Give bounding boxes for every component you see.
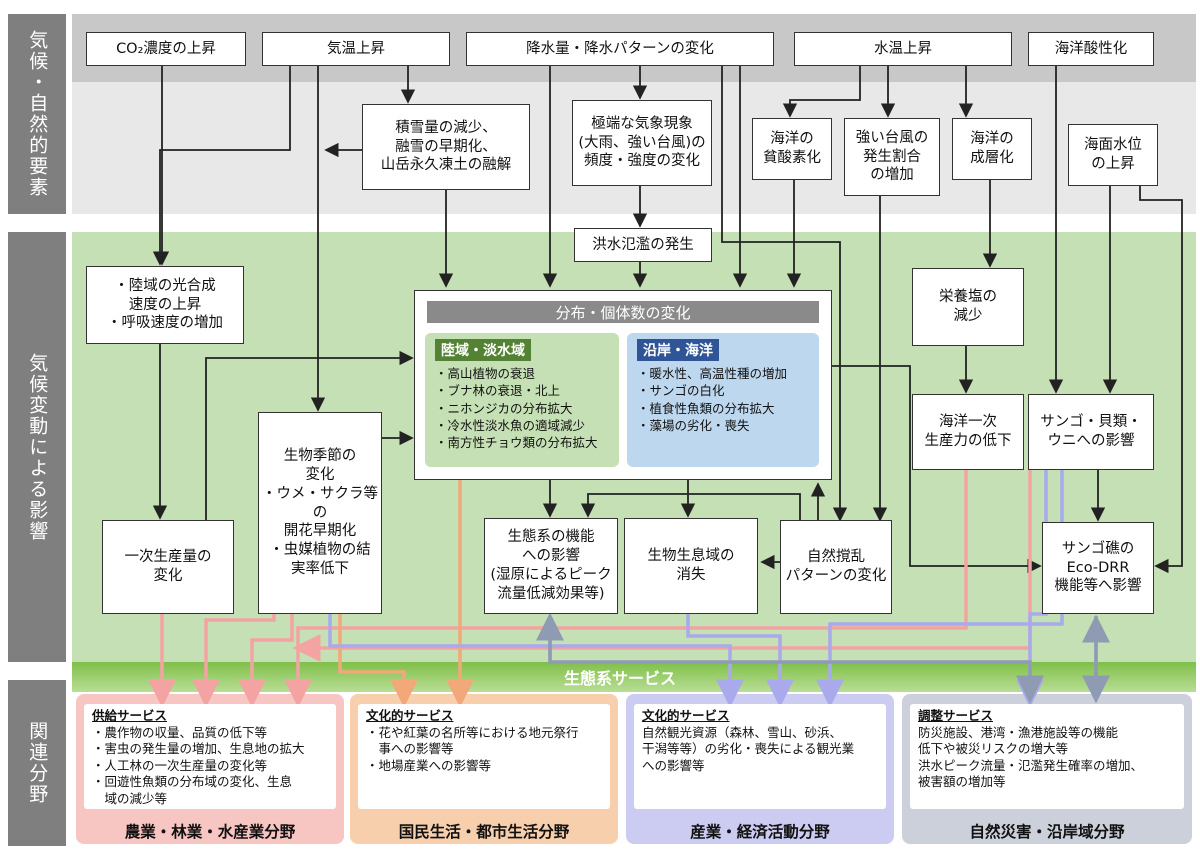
service-heading: 供給サービス — [92, 708, 168, 723]
land-freshwater-list: 高山植物の衰退 ブナ林の衰退・北上 ニホンジカの分布拡大 冷水性淡水魚の適域減少… — [435, 365, 609, 451]
service-line: 干潟等等）の劣化・喪失による観光業 — [642, 741, 855, 756]
factor-precipitation: 降水量・降水パターンの変化 — [466, 32, 774, 66]
phenology-change: 生物季節の 変化 ・ウメ・サクラ等の 開花早期化 ・虫媒植物の結 実率低下 — [258, 412, 382, 614]
service-line: ・農作物の収量、品質の低下等 — [92, 724, 268, 740]
list-item: サンゴの白化 — [637, 382, 809, 399]
nutrient-decrease: 栄養塩の 減少 — [912, 268, 1024, 346]
land-freshwater-heading: 陸域・淡水域 — [435, 339, 531, 361]
list-item: 藻場の劣化・喪失 — [637, 417, 809, 434]
ocean-production-decline: 海洋一次 生産力の低下 — [912, 394, 1024, 470]
side-label-climate: 気候・自然的要素 — [8, 14, 66, 214]
land-freshwater-panel: 陸域・淡水域 高山植物の衰退 ブナ林の衰退・北上 ニホンジカの分布拡大 冷水性淡… — [425, 333, 619, 467]
service-heading: 文化的サービス — [642, 708, 730, 723]
factor-water-temperature: 水温上昇 — [794, 32, 1012, 66]
service-box: 文化的サービス ・花や紅葉の名所等における地元祭行 事への影響等 ・地場産業への… — [358, 704, 610, 809]
service-line: への影響等 — [642, 757, 705, 773]
flood-occurrence: 洪水氾濫の発生 — [574, 228, 712, 262]
coral-reef-ecodrr: サンゴ礁の Eco-DRR 機能等へ影響 — [1042, 522, 1154, 614]
service-line: ・人工林の一次生産量の変化等 — [92, 757, 268, 773]
sector-label: 産業・経済活動分野 — [690, 823, 830, 841]
list-item: 冷水性淡水魚の適域減少 — [435, 417, 609, 434]
service-box: 文化的サービス 自然観光資源（森林、雪山、砂浜、 干潟等等）の劣化・喪失による観… — [634, 704, 886, 809]
coast-ocean-heading: 沿岸・海洋 — [637, 339, 719, 361]
service-line: 被害額の増加等 — [918, 774, 1006, 789]
primary-production-change: 一次生産量の 変化 — [102, 520, 234, 614]
extreme-weather: 極端な気象現象 (大雨、強い台風)の 頻度・強度の変化 — [572, 100, 712, 186]
list-item: 植食性魚類の分布拡大 — [637, 400, 809, 417]
snow-decrease: 積雪量の減少、 融雪の早期化、 山岳永久凍土の融解 — [362, 104, 530, 190]
service-line: 防災施設、港湾・漁港施設等の機能 — [918, 724, 1119, 740]
list-item: 暖水性、高温性種の増加 — [637, 365, 809, 382]
photosynthesis-change: ・陸域の光合成 速度の上昇 ・呼吸速度の増加 — [86, 266, 244, 344]
sector-label: 自然災害・沿岸域分野 — [969, 823, 1125, 841]
service-line: 洪水ピーク流量・氾濫発生確率の増加、 — [918, 757, 1144, 773]
service-box: 供給サービス ・農作物の収量、品質の低下等 ・害虫の発生量の増加、生息地の拡大 … — [84, 704, 336, 809]
distribution-title: 分布・個体数の変化 — [427, 301, 819, 323]
sector-label: 国民生活・都市生活分野 — [398, 823, 570, 841]
sector-label: 農業・林業・水産業分野 — [124, 823, 296, 841]
service-line: 低下や被災リスクの増大等 — [918, 741, 1069, 756]
service-line: 域の減少等 — [92, 790, 168, 806]
factor-ocean-acidification: 海洋酸性化 — [1028, 32, 1154, 66]
side-label-impact: 気候変動による影響 — [8, 232, 66, 662]
coast-ocean-panel: 沿岸・海洋 暖水性、高温性種の増加 サンゴの白化 植食性魚類の分布拡大 藻場の劣… — [627, 333, 819, 467]
list-item: 南方性チョウ類の分布拡大 — [435, 434, 609, 451]
list-item: 高山植物の衰退 — [435, 365, 609, 382]
eco-services-label: 生態系サービス — [563, 669, 676, 688]
service-heading: 文化的サービス — [366, 708, 454, 723]
ecosystem-function-impact: 生態系の機能 への影響 (湿原によるピーク 流量低減効果等) — [484, 518, 618, 614]
service-panel-agri: 供給サービス ・農作物の収量、品質の低下等 ・害虫の発生量の増加、生息地の拡大 … — [76, 694, 344, 841]
sea-level-rise: 海面水位 の上昇 — [1068, 124, 1158, 186]
service-line: ・地場産業への影響等 — [366, 757, 492, 773]
habitat-loss: 生物生息域の 消失 — [624, 518, 758, 614]
coral-shell-impact: サンゴ・貝類・ ウニへの影響 — [1028, 394, 1154, 470]
service-line: ・花や紅葉の名所等における地元祭行 — [366, 724, 579, 740]
disturbance-pattern-change: 自然撹乱 パターンの変化 — [780, 520, 892, 614]
ocean-hypoxia: 海洋の 貧酸素化 — [752, 118, 832, 180]
service-box: 調整サービス 防災施設、港湾・漁港施設等の機能 低下や被災リスクの増大等 洪水ピ… — [910, 704, 1184, 809]
distribution-change-box: 分布・個体数の変化 陸域・淡水域 高山植物の衰退 ブナ林の衰退・北上 ニホンジカ… — [414, 290, 832, 480]
service-heading: 調整サービス — [918, 708, 994, 723]
typhoon-increase: 強い台風の 発生割合 の増加 — [844, 118, 940, 196]
factor-co2: CO₂濃度の上昇 — [86, 32, 246, 66]
factor-temperature: 気温上昇 — [262, 32, 450, 66]
list-item: ニホンジカの分布拡大 — [435, 400, 609, 417]
service-panel-disaster: 調整サービス 防災施設、港湾・漁港施設等の機能 低下や被災リスクの増大等 洪水ピ… — [902, 694, 1192, 841]
service-line: 事への影響等 — [366, 741, 454, 756]
list-item: ブナ林の衰退・北上 — [435, 382, 609, 399]
service-line: 自然観光資源（森林、雪山、砂浜、 — [642, 724, 843, 740]
side-label-sectors: 関連分野 — [8, 680, 66, 846]
service-panel-industry: 文化的サービス 自然観光資源（森林、雪山、砂浜、 干潟等等）の劣化・喪失による観… — [626, 694, 894, 841]
coast-ocean-list: 暖水性、高温性種の増加 サンゴの白化 植食性魚類の分布拡大 藻場の劣化・喪失 — [637, 365, 809, 434]
service-panel-life: 文化的サービス ・花や紅葉の名所等における地元祭行 事への影響等 ・地場産業への… — [350, 694, 618, 841]
service-line: ・回遊性魚類の分布域の変化、生息 — [92, 774, 293, 789]
service-line: ・害虫の発生量の増加、生息地の拡大 — [92, 741, 305, 756]
ocean-stratification: 海洋の 成層化 — [952, 118, 1032, 180]
